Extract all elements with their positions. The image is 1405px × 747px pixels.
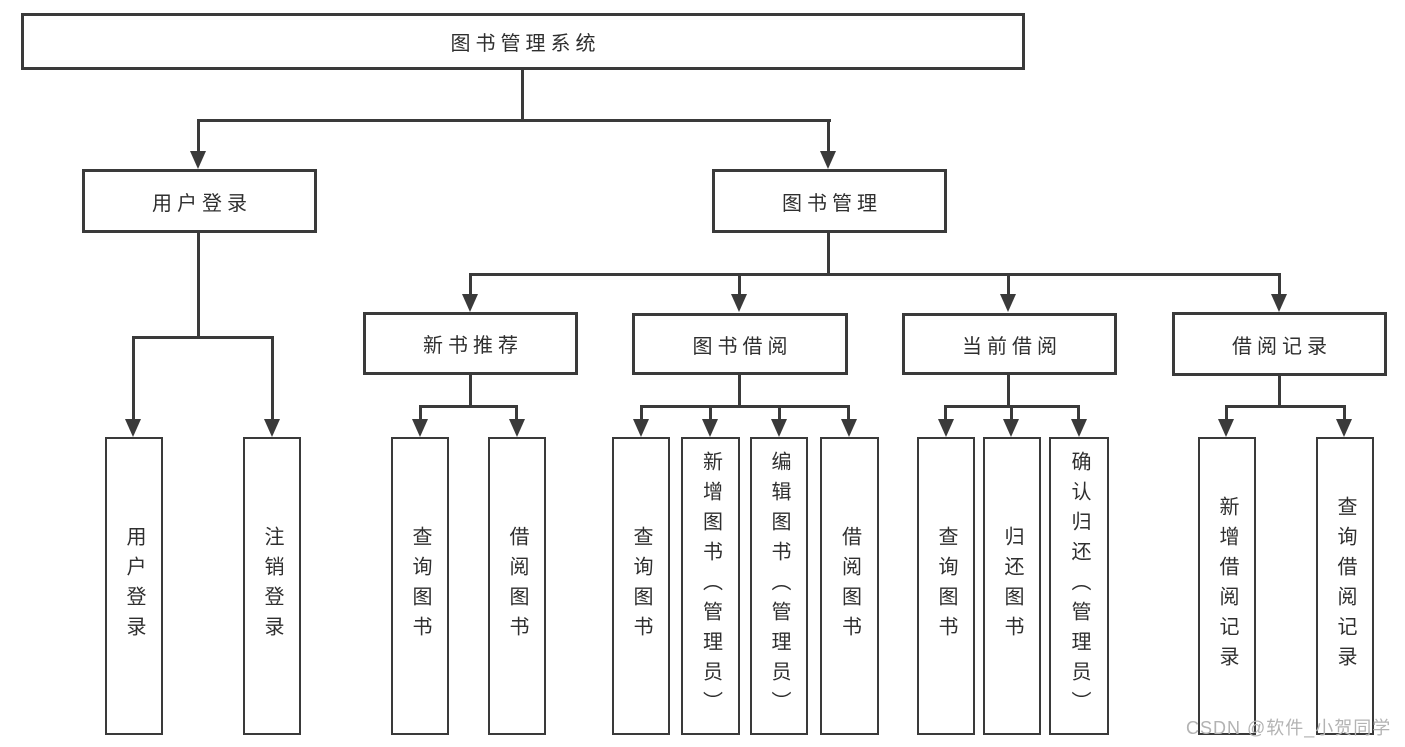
connector-line: [1278, 273, 1281, 295]
node-book-borrowing-label: 图书借阅: [692, 335, 793, 358]
arrow-down-icon: [841, 419, 857, 437]
node-library-system-label: 图书管理系统: [450, 33, 601, 55]
connector-line: [197, 119, 200, 151]
connector-line: [738, 375, 741, 405]
connector-line: [521, 70, 524, 119]
connector-line: [469, 273, 472, 295]
leaf-add-book-admin: 新增图书（管理员）: [681, 437, 740, 735]
leaf-query-books-recommend: 查询图书: [391, 437, 449, 735]
connector-line: [132, 336, 135, 420]
arrow-down-icon: [1071, 419, 1087, 437]
arrow-down-icon: [633, 419, 649, 437]
connector-line: [1225, 405, 1345, 408]
arrow-down-icon: [1003, 419, 1019, 437]
node-book-management-label: 图书管理: [782, 192, 882, 215]
connector-line: [709, 405, 712, 420]
arrow-down-icon: [1218, 419, 1234, 437]
connector-line: [469, 273, 1281, 276]
connector-line: [271, 336, 274, 420]
connector-line: [132, 336, 274, 339]
leaf-logout-login-label: 注销登录: [261, 526, 283, 646]
node-book-management: 图书管理: [712, 169, 947, 233]
leaf-query-books-borrowing-label: 查询图书: [630, 526, 652, 646]
arrow-down-icon: [731, 294, 747, 312]
arrow-down-icon: [820, 151, 836, 169]
connector-line: [1225, 405, 1228, 420]
connector-line: [1077, 405, 1080, 420]
node-borrow-records-label: 借阅记录: [1232, 335, 1332, 358]
connector-line: [827, 119, 830, 151]
leaf-confirm-return-admin-label: 确认归还（管理员）: [1068, 451, 1090, 721]
connector-line: [640, 405, 643, 420]
leaf-borrow-books-recommend-label: 借阅图书: [506, 526, 528, 646]
arrow-down-icon: [509, 419, 525, 437]
node-new-book-recommend: 新书推荐: [363, 312, 578, 375]
leaf-confirm-return-admin: 确认归还（管理员）: [1049, 437, 1109, 735]
leaf-query-books-current: 查询图书: [917, 437, 975, 735]
connector-line: [640, 405, 850, 408]
arrow-down-icon: [125, 419, 141, 437]
leaf-user-login-label: 用户登录: [123, 526, 145, 646]
leaf-add-borrow-record-label: 新增借阅记录: [1216, 496, 1238, 676]
leaf-query-borrow-record-label: 查询借阅记录: [1334, 496, 1356, 676]
connector-line: [1010, 405, 1013, 420]
leaf-borrow-books-recommend: 借阅图书: [488, 437, 546, 735]
connector-line: [778, 405, 781, 420]
connector-line: [944, 405, 947, 420]
node-user-login: 用户登录: [82, 169, 317, 233]
node-user-login-label: 用户登录: [152, 192, 252, 215]
node-library-system: 图书管理系统: [21, 13, 1025, 70]
arrow-down-icon: [1271, 294, 1287, 312]
leaf-edit-book-admin: 编辑图书（管理员）: [750, 437, 808, 735]
arrow-down-icon: [702, 419, 718, 437]
leaf-edit-book-admin-label: 编辑图书（管理员）: [768, 451, 790, 721]
connector-line: [515, 405, 518, 420]
node-current-borrowing: 当前借阅: [902, 313, 1117, 375]
leaf-query-books-current-label: 查询图书: [935, 526, 957, 646]
arrow-down-icon: [264, 419, 280, 437]
leaf-return-books: 归还图书: [983, 437, 1041, 735]
leaf-logout-login: 注销登录: [243, 437, 301, 735]
leaf-borrow-books-borrowing: 借阅图书: [820, 437, 879, 735]
arrow-down-icon: [771, 419, 787, 437]
node-book-borrowing: 图书借阅: [632, 313, 848, 375]
connector-line: [419, 405, 518, 408]
connector-line: [419, 405, 422, 420]
connector-line: [738, 273, 741, 295]
connector-line: [1007, 375, 1010, 405]
leaf-query-books-borrowing: 查询图书: [612, 437, 670, 735]
connector-line: [827, 233, 830, 273]
arrow-down-icon: [190, 151, 206, 169]
connector-line: [1007, 273, 1010, 295]
arrow-down-icon: [462, 294, 478, 312]
leaf-query-books-recommend-label: 查询图书: [409, 526, 431, 646]
connector-line: [1343, 405, 1346, 420]
leaf-borrow-books-borrowing-label: 借阅图书: [838, 526, 861, 646]
connector-line: [197, 233, 200, 336]
connector-line: [197, 119, 831, 122]
watermark-text: CSDN @软件_小贺同学: [1186, 718, 1392, 738]
leaf-user-login: 用户登录: [105, 437, 163, 735]
arrow-down-icon: [412, 419, 428, 437]
leaf-return-books-label: 归还图书: [1001, 526, 1023, 646]
leaf-add-borrow-record: 新增借阅记录: [1198, 437, 1256, 735]
leaf-query-borrow-record: 查询借阅记录: [1316, 437, 1374, 735]
node-current-borrowing-label: 当前借阅: [962, 335, 1062, 358]
arrow-down-icon: [1000, 294, 1016, 312]
connector-line: [469, 374, 472, 405]
node-borrow-records: 借阅记录: [1172, 312, 1387, 376]
arrow-down-icon: [1336, 419, 1352, 437]
node-new-book-recommend-label: 新书推荐: [423, 335, 523, 357]
connector-line: [847, 405, 850, 420]
connector-line: [1278, 376, 1281, 405]
arrow-down-icon: [938, 419, 954, 437]
leaf-add-book-admin-label: 新增图书（管理员）: [699, 451, 722, 721]
